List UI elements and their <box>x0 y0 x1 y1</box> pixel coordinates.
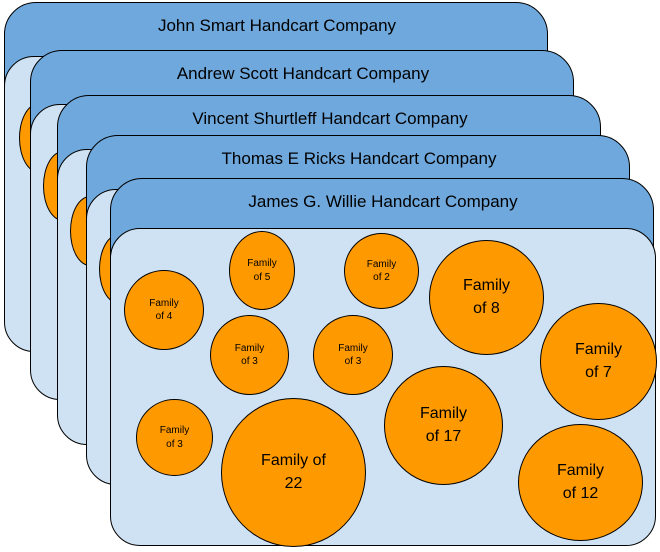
family-circle: Family of 22 <box>221 398 366 547</box>
family-circle: Family of 2 <box>344 233 419 309</box>
company-title: Vincent Shurtleff Handcart Company <box>192 109 468 128</box>
family-circle: Family of 8 <box>429 240 544 355</box>
family-circle: Family of 3 <box>136 399 213 476</box>
family-circle: Family of 5 <box>229 231 295 310</box>
family-circle: Family of 17 <box>384 366 503 485</box>
family-circle: Family of 4 <box>124 270 204 350</box>
family-circle: Family of 3 <box>313 315 393 395</box>
company-body: Family of 5 Family of 2 Family of 8 Fami… <box>110 228 657 547</box>
company-title: Thomas E Ricks Handcart Company <box>221 149 497 168</box>
family-circle: Family of 7 <box>540 303 657 420</box>
company-card-james-willie: James G. Willie Handcart Company Family … <box>110 178 657 548</box>
family-circle: Family of 3 <box>210 315 289 395</box>
company-title: John Smart Handcart Company <box>157 16 397 35</box>
family-circle: Family of 12 <box>518 424 643 541</box>
company-title: Andrew Scott Handcart Company <box>176 64 430 83</box>
company-title: James G. Willie Handcart Company <box>248 192 518 211</box>
